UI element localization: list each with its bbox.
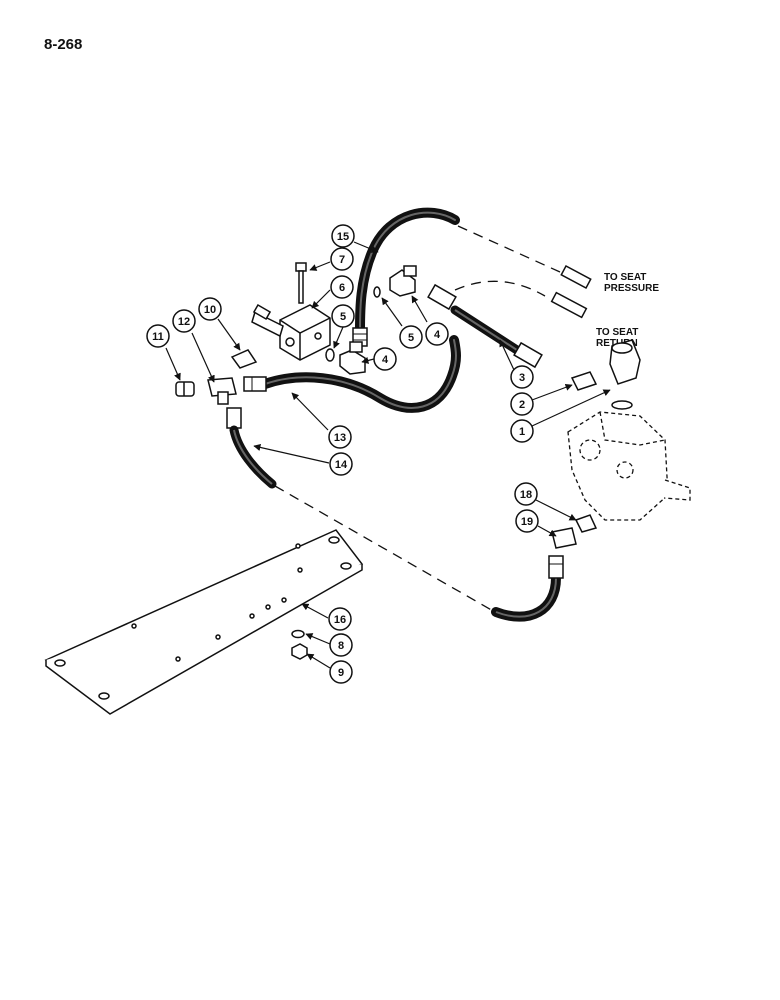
fitting-11 — [175, 381, 195, 397]
valve-block — [251, 304, 331, 361]
callout-4a: 4 — [373, 347, 397, 371]
callout-3: 3 — [510, 365, 534, 389]
callout-14: 14 — [329, 452, 353, 476]
callout-10: 10 — [198, 297, 222, 321]
svg-text:10: 10 — [204, 304, 216, 316]
leader-14 — [253, 443, 330, 464]
callout-7: 7 — [330, 247, 354, 271]
elbow-fitting-upper — [389, 265, 417, 297]
callout-5b: 5 — [399, 325, 423, 349]
leader-6 — [311, 289, 331, 309]
control-valve — [567, 411, 691, 521]
callout-18: 18 — [514, 482, 538, 506]
callout-11: 11 — [146, 324, 170, 348]
to-seat-pressure-line1: TO SEAT — [604, 272, 647, 283]
pressure-fitting-upper — [560, 264, 592, 290]
svg-text:16: 16 — [334, 614, 346, 626]
leader-7 — [309, 261, 331, 271]
callout-bubbles: 15 7 6 5 5 4 4 10 12 11 3 2 1 13 14 18 1… — [146, 224, 539, 684]
svg-text:18: 18 — [520, 489, 532, 501]
leader-5b — [381, 297, 403, 327]
svg-text:14: 14 — [335, 459, 348, 471]
leader-16 — [301, 603, 329, 619]
leader-2 — [531, 383, 573, 401]
svg-text:5: 5 — [408, 332, 414, 344]
leader-9 — [306, 653, 331, 669]
svg-text:4: 4 — [382, 354, 389, 366]
leader-18 — [535, 499, 577, 521]
svg-text:4: 4 — [434, 329, 441, 341]
washer — [291, 629, 305, 639]
svg-text:6: 6 — [339, 282, 345, 294]
callout-15: 15 — [331, 224, 355, 248]
callout-1: 1 — [510, 419, 534, 443]
callout-16: 16 — [328, 607, 352, 631]
leader-1 — [531, 389, 611, 427]
leader-12 — [191, 332, 215, 383]
fitting-12-tee — [207, 377, 237, 405]
dashed-line-hose15-to-pressure — [457, 225, 561, 273]
leader-3 — [499, 339, 515, 371]
svg-text:15: 15 — [337, 231, 349, 243]
svg-text:2: 2 — [519, 399, 525, 411]
svg-text:12: 12 — [178, 316, 190, 328]
bolt — [295, 262, 307, 304]
fitting-18 — [574, 514, 598, 533]
o-ring-left — [325, 348, 335, 362]
nut — [291, 643, 308, 660]
callout-5a: 5 — [331, 304, 355, 328]
hose-13 — [243, 335, 461, 413]
dashed-line-hose3-to-pressure — [454, 280, 546, 297]
svg-text:19: 19 — [521, 516, 533, 528]
svg-text:13: 13 — [334, 432, 346, 444]
callout-2: 2 — [510, 392, 534, 416]
svg-text:3: 3 — [519, 372, 525, 384]
fitting-2 — [570, 371, 598, 391]
svg-text:5: 5 — [340, 311, 346, 323]
hose-14 — [226, 407, 277, 489]
leader-8 — [305, 633, 331, 645]
callout-12: 12 — [172, 309, 196, 333]
o-ring-right — [373, 286, 381, 298]
dashed-line-hose14-to-lower-hose — [274, 485, 496, 613]
lower-hose — [491, 555, 564, 622]
callout-4b: 4 — [425, 322, 449, 346]
callout-13: 13 — [328, 425, 352, 449]
svg-text:7: 7 — [339, 254, 345, 266]
dashed-routing-lines — [274, 225, 561, 613]
callout-6: 6 — [330, 275, 354, 299]
page-number: 8-268 — [44, 36, 83, 53]
leader-15 — [353, 241, 379, 253]
return-elbow-fitting — [609, 339, 641, 410]
hose-3 — [427, 283, 543, 369]
callout-19: 19 — [515, 509, 539, 533]
leader-lines — [165, 241, 611, 669]
callout-8: 8 — [329, 633, 353, 657]
leader-4b — [411, 295, 428, 323]
mounting-plate — [44, 529, 364, 715]
leader-11 — [165, 347, 181, 381]
to-seat-pressure-line2: PRESSURE — [604, 283, 660, 294]
svg-text:8: 8 — [338, 640, 344, 652]
elbow-fitting-lower — [339, 341, 366, 375]
leader-4a — [361, 356, 375, 364]
leader-19 — [537, 525, 557, 537]
callout-9: 9 — [329, 660, 353, 684]
svg-text:9: 9 — [338, 667, 344, 679]
fitting-10 — [230, 349, 258, 369]
to-seat-return-line1: TO SEAT — [596, 327, 639, 338]
leader-5a — [333, 326, 344, 349]
svg-text:1: 1 — [519, 426, 525, 438]
svg-text:11: 11 — [152, 331, 164, 343]
pressure-fitting-lower — [550, 291, 588, 319]
leader-13 — [291, 392, 329, 431]
leader-10 — [217, 318, 241, 351]
fitting-19-tee — [551, 527, 577, 549]
to-seat-pressure-label: TO SEAT PRESSURE — [604, 272, 659, 294]
